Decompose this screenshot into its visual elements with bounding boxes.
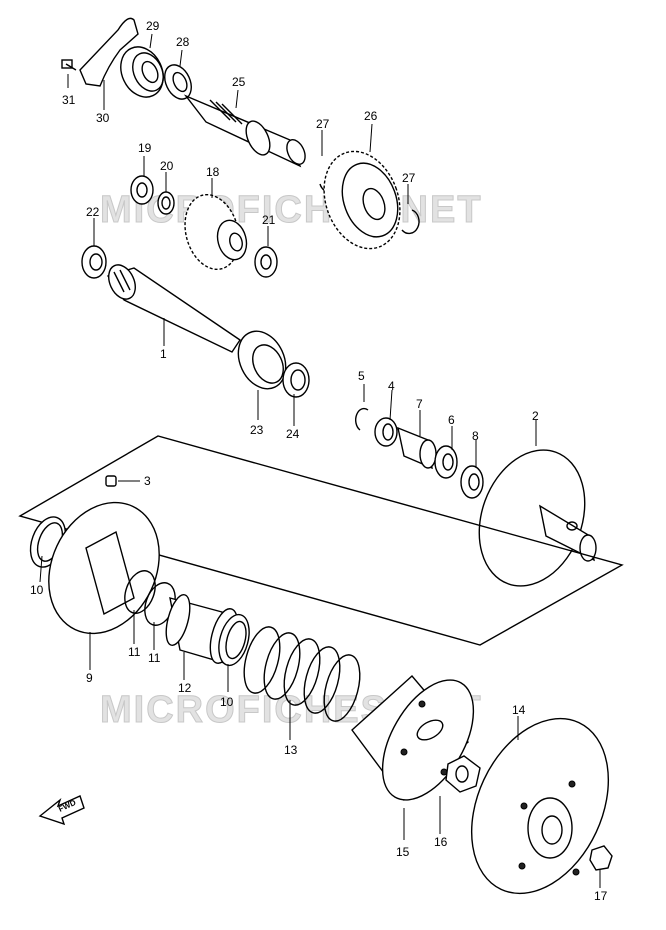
- circlip-27-lower: [401, 209, 420, 235]
- part-number: 10: [30, 583, 44, 597]
- screw-3: [105, 475, 117, 487]
- part-number: 25: [232, 75, 246, 89]
- bolt-31: [61, 59, 77, 71]
- part-number: 19: [138, 141, 152, 155]
- shaft-25: [183, 94, 306, 168]
- bearing-29: [120, 46, 164, 98]
- part-number: 17: [594, 889, 608, 903]
- seal-28: [164, 64, 192, 100]
- oring-10-right: [218, 613, 250, 667]
- part-number: 30: [96, 111, 110, 125]
- spacer-7: [397, 426, 437, 470]
- collar-4: [374, 417, 398, 447]
- part-number: 31: [62, 93, 76, 107]
- part-number: 16: [434, 835, 448, 849]
- gear-18: [184, 193, 248, 271]
- part-number: 12: [178, 681, 192, 695]
- part-number: 14: [512, 703, 526, 717]
- part-number: 3: [144, 474, 151, 488]
- nut-16: [445, 755, 481, 793]
- part-number: 28: [176, 35, 190, 49]
- part-number: 22: [86, 205, 100, 219]
- part-number: 18: [206, 165, 220, 179]
- nut-17: [589, 845, 613, 871]
- washer-20: [157, 191, 175, 215]
- part-number: 27: [316, 117, 330, 131]
- spring-13: [243, 626, 361, 722]
- part-numbers: 31 30 29 28 25 27 26 27 19 20 18 21 22 1…: [30, 19, 608, 903]
- part-number: 26: [364, 109, 378, 123]
- part-number: 5: [358, 369, 365, 383]
- housing-14: [470, 717, 610, 895]
- drive-face-2: [478, 449, 597, 587]
- part-number: 1: [160, 347, 167, 361]
- plate-9: [48, 501, 160, 635]
- clutch-15: [351, 674, 475, 802]
- part-number: 11: [128, 645, 141, 659]
- fwd-arrow-icon: FWD: [38, 795, 85, 826]
- watermark-top: MICROFICHES.NET: [100, 189, 483, 231]
- bearing-23: [237, 330, 287, 390]
- part-number: 2: [532, 409, 539, 423]
- gear-26: [323, 150, 401, 250]
- part-number: 4: [388, 379, 395, 393]
- part-number: 13: [284, 743, 298, 757]
- bearing-22: [81, 245, 107, 279]
- seal-24: [282, 362, 310, 398]
- part-number: 11: [148, 651, 161, 665]
- washer-21: [254, 246, 278, 278]
- part-number: 24: [286, 427, 300, 441]
- part-number: 7: [416, 397, 423, 411]
- leader-lines: [39, 33, 601, 888]
- part-number: 15: [396, 845, 410, 859]
- part-number: 10: [220, 695, 234, 709]
- part-number: 8: [472, 429, 479, 443]
- bracket-30: [79, 17, 139, 87]
- part-number: 29: [146, 19, 160, 33]
- bearing-8: [460, 465, 484, 499]
- guide-12: [165, 594, 239, 665]
- part-number: 9: [86, 671, 93, 685]
- circlip-5: [355, 407, 369, 431]
- bearing-19: [130, 175, 154, 205]
- part-number: 23: [250, 423, 264, 437]
- bearing-6: [434, 445, 458, 479]
- part-number: 27: [402, 171, 416, 185]
- part-number: 21: [262, 213, 276, 227]
- part-number: 20: [160, 159, 174, 173]
- part-number: 6: [448, 413, 455, 427]
- oring-11a: [124, 570, 156, 614]
- assembly-box: [18, 435, 624, 646]
- shaft-1: [106, 264, 241, 353]
